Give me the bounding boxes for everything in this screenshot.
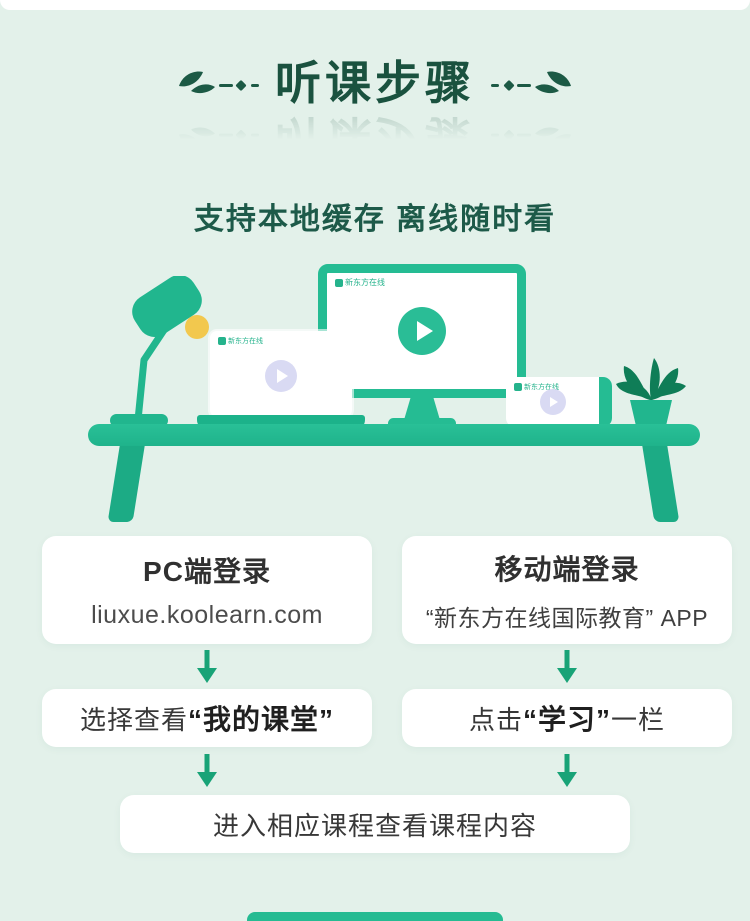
monitor-stand	[404, 398, 440, 420]
brand-logo: 新东方在线	[335, 279, 385, 287]
pc-step2-text: 选择查看“我的课堂”	[79, 704, 335, 735]
mobile-login-app: “新东方在线国际教育” APP	[425, 604, 709, 631]
section-title: 听课步骤	[275, 57, 475, 109]
desk	[88, 424, 700, 446]
mobile-login-title: 移动端登录	[494, 553, 640, 585]
leaf-ornament-left	[179, 71, 259, 94]
brand-logo: 新东方在线	[514, 383, 559, 391]
play-icon	[265, 360, 297, 392]
monitor-stand-base	[388, 418, 456, 429]
mobile-step2-text: 点击“学习”一栏	[468, 704, 666, 735]
desk-lamp	[110, 276, 209, 427]
desktop-monitor: 新东方在线	[318, 264, 526, 398]
brand-logo: 新东方在线	[218, 337, 263, 345]
section-subtitle: 支持本地缓存 离线随时看	[193, 203, 557, 236]
pc-login-url: liuxue.koolearn.com	[91, 601, 323, 629]
leaf-ornament-right	[491, 127, 571, 149]
phone-edge	[599, 377, 612, 427]
laptop: 新东方在线	[210, 331, 352, 417]
potted-plant	[616, 358, 686, 426]
leaf-ornament-left	[179, 127, 259, 149]
section-header: 听课步骤	[0, 58, 750, 109]
pc-login-card: PC端登录 liuxue.koolearn.com	[42, 536, 372, 644]
desk-leg-right	[642, 444, 680, 522]
next-section-edge	[247, 912, 503, 921]
pc-step2-card: 选择查看“我的课堂”	[42, 689, 372, 747]
play-icon	[540, 389, 566, 415]
pc-login-title: PC端登录	[143, 556, 271, 587]
section-title-reflection: 听课步骤	[0, 112, 750, 164]
final-step-card: 进入相应课程查看课程内容	[120, 795, 630, 853]
section-title-row: 听课步骤	[173, 58, 577, 109]
previous-section-edge	[0, 0, 750, 10]
final-step-text: 进入相应课程查看课程内容	[212, 810, 537, 841]
smartphone: 新东方在线	[506, 377, 612, 427]
mobile-step2-card: 点击“学习”一栏	[402, 689, 732, 747]
down-arrow-icon	[557, 650, 577, 683]
down-arrow-icon	[197, 650, 217, 683]
brand-icon	[335, 279, 343, 287]
down-arrow-icon	[557, 754, 577, 787]
play-icon	[398, 307, 446, 355]
leaf-ornament-right	[491, 71, 571, 94]
down-arrow-icon	[197, 754, 217, 787]
desk-leg-left	[107, 444, 145, 522]
mobile-login-card: 移动端登录 “新东方在线国际教育” APP	[402, 536, 732, 644]
brand-icon	[218, 337, 226, 345]
brand-icon	[514, 383, 522, 391]
